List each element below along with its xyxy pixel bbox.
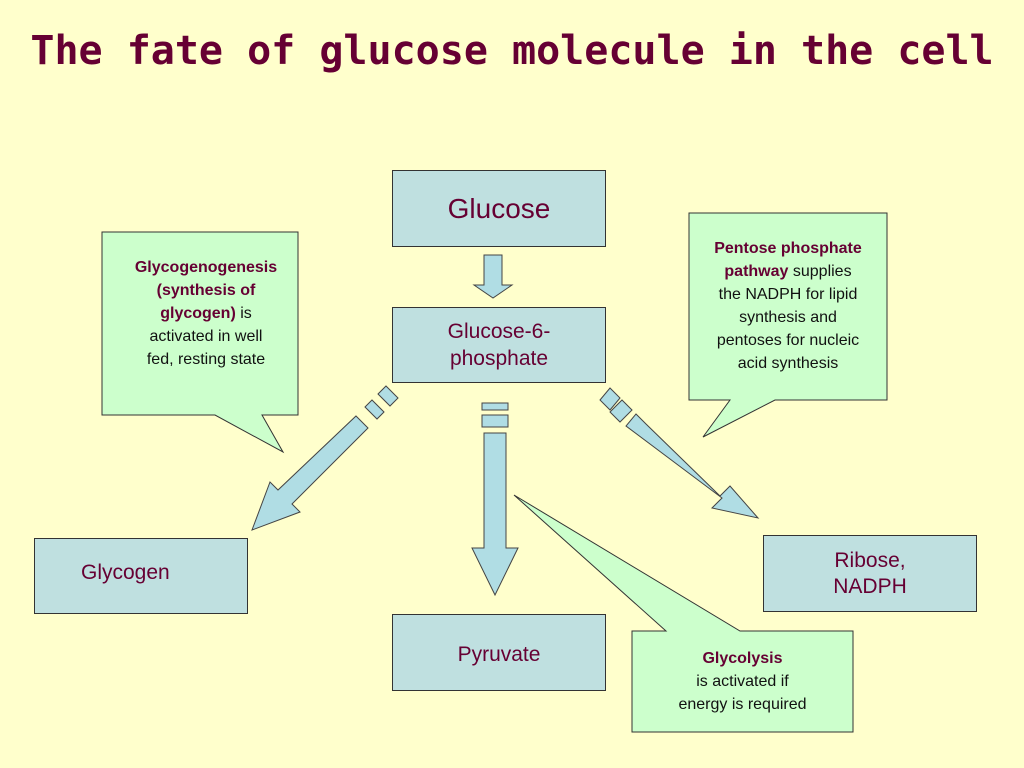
node-g6p-label-line2: phosphate [449,347,549,370]
callout-pentose-shape [688,212,888,438]
callout-glycolysis-line3: energy is required [678,696,807,713]
callout-pentose-line2: pathway supplies [689,260,887,283]
callout-glycogenesis-shape [101,231,299,454]
callout-glycogenesis-line3-rest: is [235,305,252,322]
callout-pentose: Pentose phosphate pathway supplies the N… [689,237,887,375]
arrow-glucose-to-g6p [472,254,514,299]
page-title: The fate of glucose molecule in the cell [30,28,994,74]
callout-glycogenesis-line3-bold: glycogen) [160,305,236,322]
callout-glycogenesis: Glycogenogenesis (synthesis of glycogen)… [106,256,306,371]
node-glucose: Glucose [392,170,606,247]
node-pyruvate-label: Pyruvate [457,643,541,666]
callout-pentose-line2-bold: pathway [724,263,789,280]
arrow-g6p-to-pyruvate [471,402,519,597]
callout-glycolysis-line1: Glycolysis [702,650,783,667]
node-g6p-label-line1: Glucose-6- [447,320,551,343]
callout-glycogenesis-line3: glycogen) is [106,302,306,325]
node-pyruvate: Pyruvate [392,614,606,691]
node-glucose-label: Glucose [447,192,551,224]
callout-glycogenesis-line5: fed, resting state [146,351,266,368]
node-glycogen-label: Glycogen [81,561,170,584]
node-glucose-6-phosphate: Glucose-6- phosphate [392,307,606,383]
callout-glycogenesis-line1: Glycogenogenesis [134,259,278,276]
callout-glycolysis-line2: is activated if [696,673,789,690]
node-ribose-nadph: Ribose, NADPH [763,535,977,612]
callout-glycogenesis-line2: (synthesis of [156,282,256,299]
arrow-g6p-to-glycogen [251,385,399,531]
callout-pentose-line5: pentoses for nucleic [716,332,860,349]
callout-pentose-line3: the NADPH for lipid [718,286,858,303]
callout-pentose-line2-rest: supplies [788,263,852,280]
callout-pentose-line1: Pentose phosphate [714,240,862,257]
node-ribose-label-line1: Ribose, [834,548,906,572]
callout-glycolysis-shape [513,494,854,733]
node-glycogen: Glycogen [34,538,248,614]
callout-glycolysis: Glycolysis is activated if energy is req… [632,647,853,716]
callout-pentose-line4: synthesis and [739,309,837,326]
arrow-g6p-to-ribose [599,387,760,519]
node-ribose-label-line2: NADPH [833,574,907,598]
callout-pentose-line6: acid synthesis [737,355,839,372]
callout-glycogenesis-line4: activated in well [149,328,263,345]
